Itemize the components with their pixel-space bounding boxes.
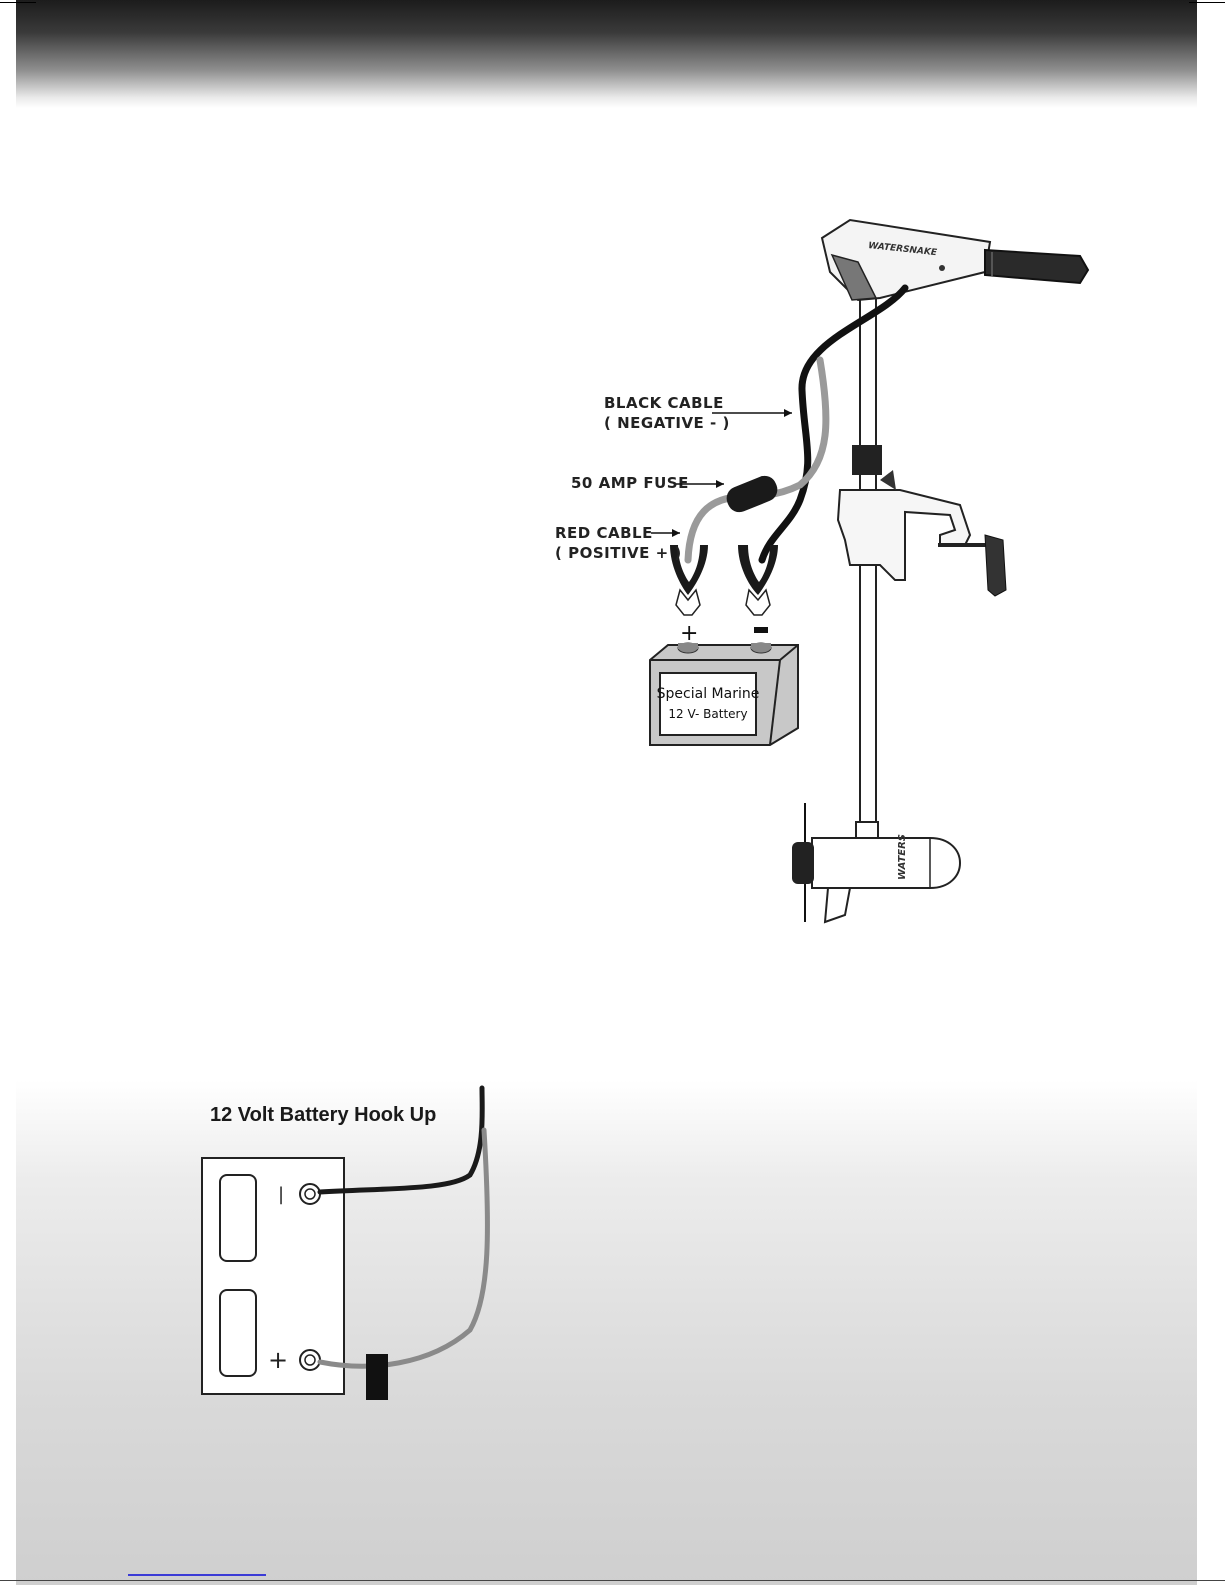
hookup-cell-bottom — [220, 1290, 256, 1376]
battery-label-line2: 12 V- Battery — [668, 707, 747, 721]
positive-terminal-symbol: + — [680, 621, 698, 646]
battery-label-line1: Special Marine — [657, 686, 760, 702]
control-head: WATERSNAKE — [822, 220, 1088, 300]
callout-red-cable: RED CABLE ( POSITIVE + ) — [555, 524, 682, 562]
footer-link[interactable] — [128, 1574, 266, 1576]
fuse — [723, 472, 781, 516]
black-cable-label-line2: ( NEGATIVE - ) — [604, 414, 730, 432]
brand-lower-text: WATERS — [897, 834, 908, 880]
red-cable-label-line2: ( POSITIVE + ) — [555, 544, 682, 562]
red-cable-lower — [688, 497, 735, 560]
hookup-plus-symbol: + — [268, 1346, 288, 1374]
hookup-diagram: | + — [190, 1080, 510, 1420]
callout-black-cable: BLACK CABLE ( NEGATIVE - ) — [604, 394, 792, 432]
black-cable-label-line1: BLACK CABLE — [604, 394, 724, 412]
hookup-red-cable — [320, 1130, 487, 1366]
negative-terminal-symbol — [754, 627, 768, 633]
battery: Special Marine 12 V- Battery — [650, 643, 798, 745]
hookup-minus-symbol: | — [278, 1184, 284, 1205]
motor-wiring-diagram: WATERSNAKE + Special Marine 12 V- Batter… — [0, 0, 1225, 1000]
fuse-label: 50 AMP FUSE — [571, 474, 689, 492]
hookup-cell-top — [220, 1175, 256, 1261]
callout-fuse: 50 AMP FUSE — [571, 474, 724, 492]
hookup-fuse — [366, 1354, 388, 1400]
negative-clamp — [738, 545, 778, 615]
red-cable — [735, 360, 826, 496]
red-cable-label-line1: RED CABLE — [555, 524, 653, 542]
footer-line — [0, 1580, 1225, 1581]
